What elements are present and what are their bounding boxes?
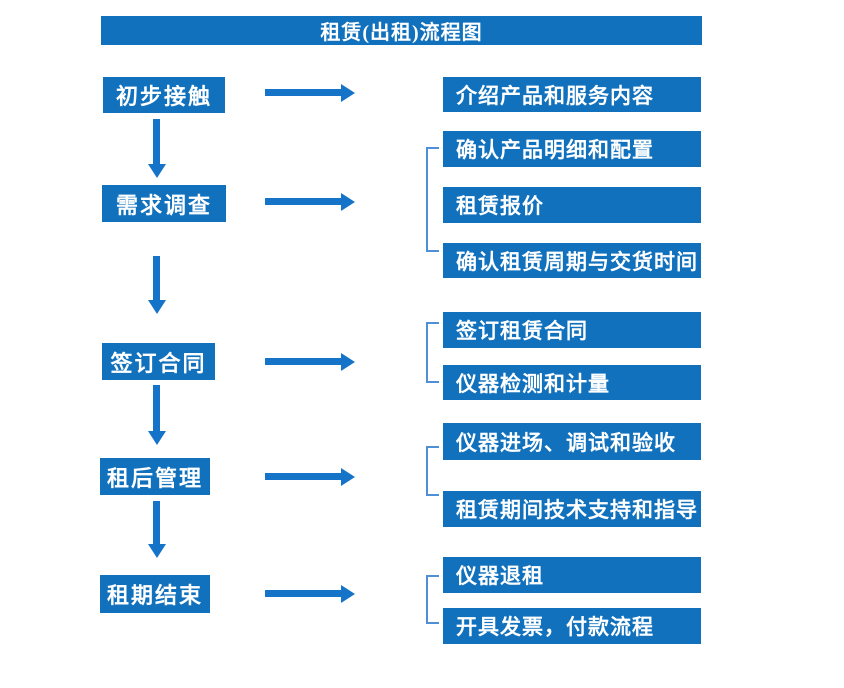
bracket-group-demand-survey [426, 147, 439, 252]
bracket-group-post-rental [426, 446, 439, 496]
right-arrow-5 [265, 590, 341, 597]
bracket-group-sign-contract [426, 322, 439, 383]
right-arrow-3 [265, 358, 341, 365]
right-arrow-2 [265, 198, 341, 205]
down-arrow-1 [153, 119, 160, 164]
bracket-group-rental-end [426, 575, 439, 624]
detail-box-rental-quotation: 租赁报价 [443, 187, 701, 223]
stage-box-initial-contact: 初步接触 [103, 77, 225, 113]
diagram-title: 租赁(出租)流程图 [101, 16, 702, 45]
detail-box-instrument-return: 仪器退租 [443, 557, 701, 593]
detail-box-instrument-testing: 仪器检测和计量 [443, 365, 701, 400]
detail-box-confirm-product-config: 确认产品明细和配置 [443, 131, 701, 167]
right-arrow-4 [265, 473, 341, 480]
stage-box-demand-survey: 需求调查 [102, 185, 226, 222]
detail-box-invoice-payment: 开具发票，付款流程 [443, 608, 701, 644]
detail-box-introduce-products: 介绍产品和服务内容 [443, 77, 701, 112]
stage-box-post-rental-management: 租后管理 [100, 458, 210, 495]
detail-box-confirm-period-delivery: 确认租赁周期与交货时间 [443, 243, 701, 278]
detail-box-sign-rental-contract: 签订租赁合同 [443, 312, 701, 348]
detail-box-instrument-setup-acceptance: 仪器进场、调试和验收 [443, 423, 701, 460]
down-arrow-2 [153, 256, 160, 300]
stage-box-rental-end: 租期结束 [100, 575, 210, 613]
detail-box-technical-support: 租赁期间技术支持和指导 [443, 491, 701, 527]
down-arrow-3 [153, 385, 160, 431]
right-arrow-1 [265, 89, 341, 96]
down-arrow-4 [153, 501, 160, 544]
stage-box-sign-contract: 签订合同 [102, 343, 215, 380]
